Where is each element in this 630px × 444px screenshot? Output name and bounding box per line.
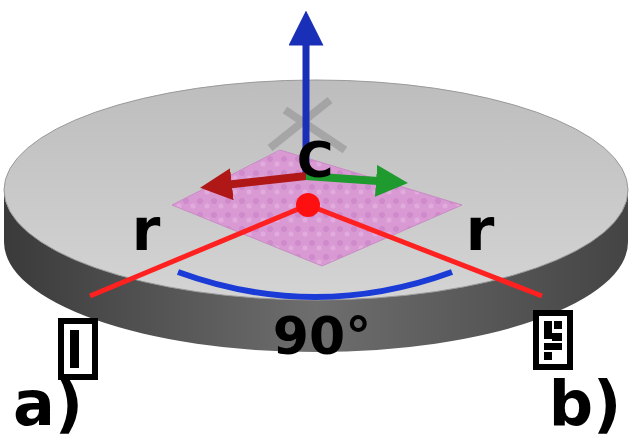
radius-line (90, 205, 308, 296)
view-label: a) (13, 373, 83, 435)
radius-label: r (466, 201, 495, 259)
radius-label: r (132, 201, 161, 259)
marker-b (533, 310, 573, 370)
center-point (296, 193, 320, 217)
disc-top (4, 80, 628, 300)
radius-line (308, 205, 542, 296)
angle-arc (178, 272, 452, 297)
center-label: C (297, 135, 334, 185)
angle-label: 90° (273, 310, 371, 362)
view-label: b) (549, 373, 622, 435)
x-axis (216, 176, 306, 186)
marker-a (58, 318, 98, 380)
